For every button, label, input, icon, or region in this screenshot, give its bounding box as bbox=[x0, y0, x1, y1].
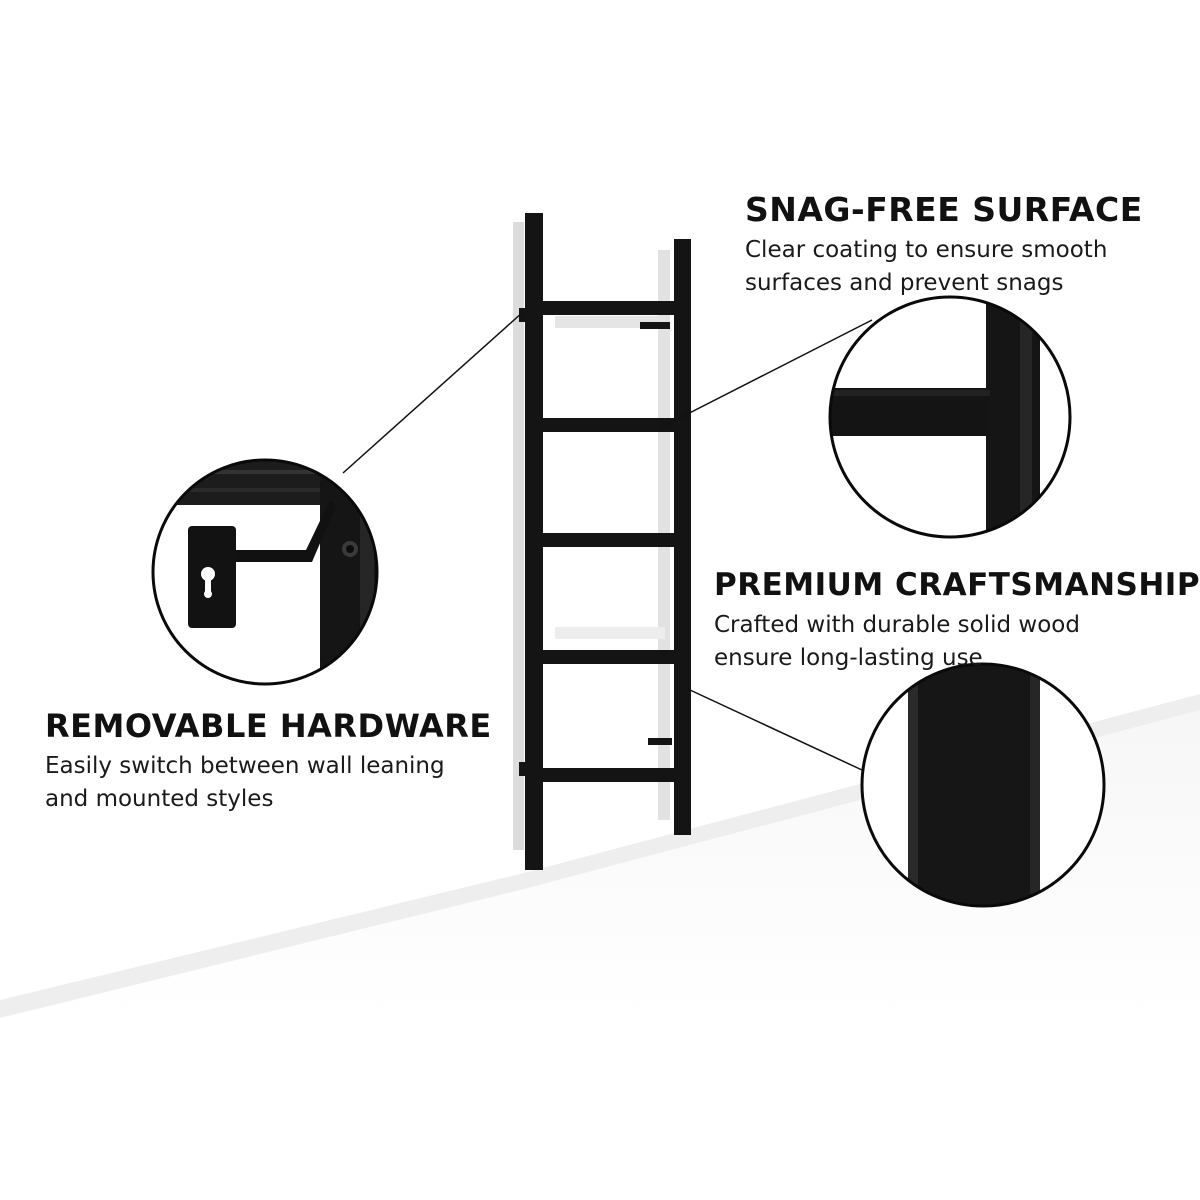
feature-description: Crafted with durable solid wood ensure l… bbox=[714, 609, 1200, 675]
top-bracket bbox=[640, 322, 670, 329]
feature-removable-hardware: REMOVABLE HARDWARE Easily switch between… bbox=[45, 706, 492, 816]
description-line: Clear coating to ensure smooth bbox=[745, 237, 1108, 263]
feature-snag-free: SNAG-FREE SURFACE Clear coating to ensur… bbox=[745, 190, 1143, 300]
left-rail-reflection bbox=[513, 222, 524, 850]
rail-edge-closeup-icon bbox=[860, 662, 1106, 908]
feature-title: SNAG-FREE SURFACE bbox=[745, 190, 1143, 229]
feature-description: Easily switch between wall leaning and m… bbox=[45, 750, 492, 816]
leader-surface bbox=[659, 319, 873, 429]
ladder bbox=[519, 213, 691, 870]
feature-title: REMOVABLE HARDWARE bbox=[45, 707, 492, 745]
rung-5 bbox=[543, 768, 674, 782]
left-rail bbox=[525, 213, 543, 870]
rung-3 bbox=[543, 533, 674, 547]
callout-leaders bbox=[342, 311, 873, 771]
bottom-bracket bbox=[648, 738, 672, 745]
description-line: ensure long-lasting use bbox=[714, 645, 983, 671]
rung-4 bbox=[543, 650, 674, 664]
description-line: and mounted styles bbox=[45, 786, 274, 812]
description-line: Crafted with durable solid wood bbox=[714, 612, 1080, 638]
rung-reflection-4 bbox=[555, 627, 665, 639]
description-line: surfaces and prevent snags bbox=[745, 270, 1064, 296]
wall-mount-bracket-icon bbox=[151, 458, 379, 686]
feature-title: PREMIUM CRAFTSMANSHIP bbox=[714, 567, 1200, 603]
rung-1 bbox=[543, 301, 674, 315]
rung-joint-closeup-icon bbox=[828, 295, 1072, 539]
top-clip bbox=[519, 308, 527, 322]
bottom-clip bbox=[519, 762, 527, 776]
feature-description: Clear coating to ensure smooth surfaces … bbox=[745, 234, 1143, 300]
right-rail bbox=[674, 239, 691, 835]
leader-craftsmanship bbox=[689, 689, 863, 771]
rung-reflection-1 bbox=[555, 316, 665, 328]
rung-2 bbox=[543, 418, 674, 432]
leader-hardware bbox=[342, 311, 524, 474]
description-line: Easily switch between wall leaning bbox=[45, 753, 445, 779]
feature-premium-craftsmanship: PREMIUM CRAFTSMANSHIP Crafted with durab… bbox=[714, 565, 1200, 675]
